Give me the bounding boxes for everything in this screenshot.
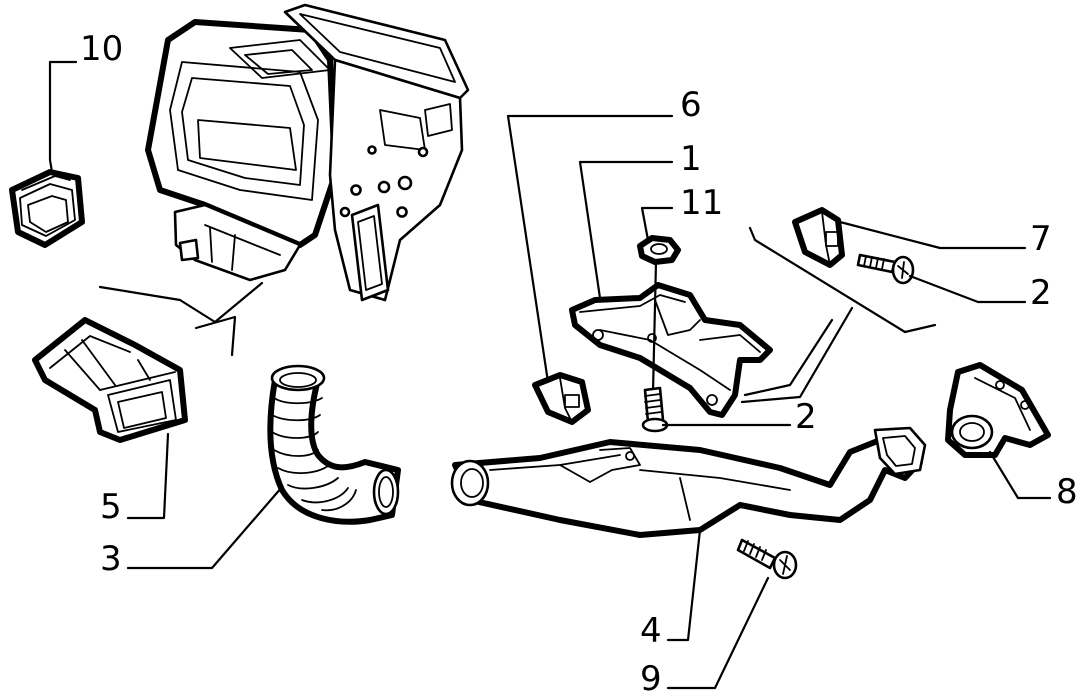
- reference-line-bracket-b: [740, 306, 854, 404]
- leader-10: [48, 60, 78, 174]
- callout-10: 10: [80, 29, 123, 69]
- heater-box-assembly: [98, 3, 470, 357]
- part-3-corrugated-hose: [267, 364, 401, 525]
- leader-4: [666, 528, 702, 642]
- part-8-round-outlet: [945, 362, 1051, 458]
- leader-11: [640, 206, 674, 242]
- callout-6: 6: [680, 85, 702, 125]
- callout-5: 5: [100, 487, 122, 527]
- callout-11: 11: [680, 183, 723, 223]
- callout-1: 1: [680, 139, 702, 179]
- part-9-screw: [736, 538, 798, 580]
- leader-2-upper: [908, 274, 1027, 304]
- part-1-bracket: [569, 282, 773, 418]
- part-5-rectangular-duct: [32, 317, 188, 443]
- leader-8: [988, 450, 1052, 500]
- leader-7: [838, 220, 1027, 250]
- callout-3: 3: [100, 539, 122, 579]
- part-10-vent-outlet: [9, 169, 85, 248]
- leader-5: [126, 432, 170, 520]
- part-11-nut: [637, 235, 681, 394]
- leader-3: [126, 485, 284, 570]
- leader-6: [506, 114, 674, 384]
- callout-9: 9: [640, 659, 662, 694]
- part-7-clip-nut: [792, 207, 845, 268]
- callout-2-upper: 2: [1030, 273, 1052, 313]
- reference-line-right: [748, 226, 937, 334]
- callout-2-lower: 2: [795, 397, 817, 437]
- part-6-clip-nut: [532, 372, 591, 425]
- part-2-screw-upper: [856, 253, 915, 285]
- part-4-air-duct: [450, 426, 927, 538]
- callout-7: 7: [1030, 219, 1052, 259]
- callout-8: 8: [1056, 472, 1078, 512]
- callout-4: 4: [640, 611, 662, 651]
- leader-1: [578, 160, 674, 300]
- part-2-bolt-lower: [641, 386, 669, 433]
- leader-9: [666, 576, 770, 690]
- reference-line-bracket-a: [743, 318, 834, 397]
